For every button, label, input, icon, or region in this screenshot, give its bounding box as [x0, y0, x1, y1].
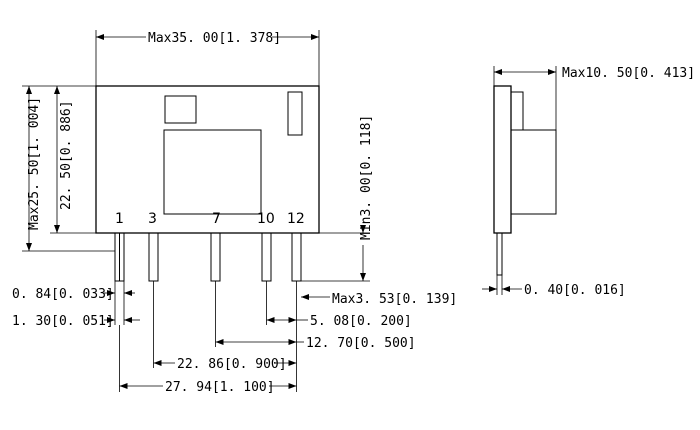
side-body [493, 85, 512, 234]
pin-thickness-dimension: 0. 40[0. 016] [482, 275, 626, 298]
front-view: 1 3 7 10 12 Max35. 00[1. 378] Max25. 50[… [12, 30, 457, 395]
pins [114, 232, 302, 282]
spacing-10-12-label: 5. 08[0. 200] [310, 314, 412, 329]
pin-min-length-dimension: Min3. 00[0. 118] [301, 115, 374, 282]
pin-max-length-dimension: Max3. 53[0. 139] [301, 292, 457, 307]
pin-label-3: 3 [148, 211, 157, 227]
spacing-1-12-label: 27. 94[1. 100] [165, 380, 275, 395]
side-pin [496, 232, 503, 276]
max-height-label: Max25. 50[1. 004] [27, 97, 42, 230]
pin-label-1: 1 [115, 211, 124, 227]
thickness-dimension: Max10. 50[0. 413] [493, 66, 695, 130]
side-small-protrusion [510, 91, 524, 131]
spacing-3-12-label: 22. 86[0. 900] [177, 357, 287, 372]
pin-min-length-label: Min3. 00[0. 118] [359, 115, 374, 240]
spacing-7-12-dimension: 12. 70[0. 500] [215, 281, 416, 351]
width-label: Max35. 00[1. 378] [148, 31, 281, 46]
spacing-3-12-dimension: 22. 86[0. 900] [153, 281, 297, 372]
thickness-label: Max10. 50[0. 413] [562, 66, 695, 81]
max-height-dimension: Max25. 50[1. 004] [22, 85, 115, 252]
body-height-label: 22. 50[0. 886] [59, 100, 74, 210]
pin-10 [261, 232, 272, 282]
pin-thickness-label: 0. 40[0. 016] [524, 283, 626, 298]
pin-label-7: 7 [212, 211, 221, 227]
spacing-7-12-label: 12. 70[0. 500] [306, 336, 416, 351]
pin-pitch-dimension: 1. 30[0. 051] [12, 314, 140, 329]
slot-feature [287, 91, 303, 136]
spacing-10-12-dimension: 5. 08[0. 200] [266, 281, 412, 329]
pin-12 [291, 232, 302, 282]
pin-7 [210, 232, 221, 282]
pin-pitch-label: 1. 30[0. 051] [12, 314, 114, 329]
pin-3 [148, 232, 159, 282]
spacing-1-12-dimension: 27. 94[1. 100] [119, 325, 297, 395]
small-square-feature [164, 95, 197, 124]
large-square-feature [163, 129, 262, 215]
side-large-protrusion [510, 129, 557, 215]
pin-width-label: 0. 84[0. 033] [12, 287, 114, 302]
body-height-dimension: 22. 50[0. 886] [50, 86, 96, 234]
width-dimension: Max35. 00[1. 378] [95, 30, 320, 86]
pin-width-dimension: 0. 84[0. 033] [12, 281, 135, 325]
component-body [95, 85, 320, 234]
pin-label-12: 12 [287, 211, 305, 227]
pin-max-length-label: Max3. 53[0. 139] [332, 292, 457, 307]
side-view: Max10. 50[0. 413] 0. 40[0. 016] [482, 66, 695, 298]
pin-label-10: 10 [257, 211, 275, 227]
